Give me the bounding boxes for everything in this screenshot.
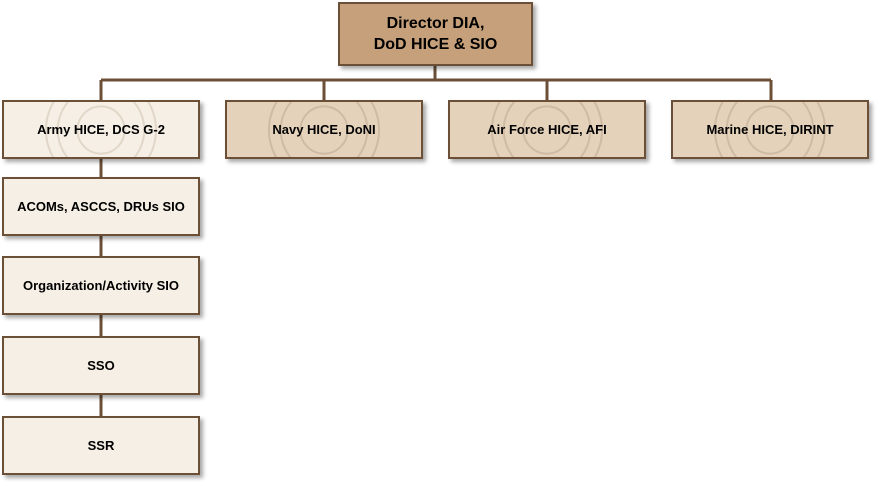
army-hice-box[interactable]: Army HICE, DCS G-2 [2, 100, 200, 159]
sso-box[interactable]: SSO [2, 336, 200, 395]
director-title-line1: Director DIA, [386, 15, 485, 32]
organization-activity-sio-box[interactable]: Organization/Activity SIO [2, 256, 200, 315]
director-dia-box[interactable]: Director DIA, DoD HICE & SIO [338, 2, 533, 66]
acoms-asccs-drus-sio-label: ACOMs, ASCCS, DRUs SIO [17, 199, 185, 214]
air-force-hice-label: Air Force HICE, AFI [487, 122, 607, 137]
marine-hice-box[interactable]: Marine HICE, DIRINT [671, 100, 869, 159]
director-title-line2: DoD HICE & SIO [373, 36, 498, 53]
air-force-hice-box[interactable]: Air Force HICE, AFI [448, 100, 646, 159]
ssr-label: SSR [87, 438, 115, 453]
ssr-box[interactable]: SSR [2, 416, 200, 475]
army-hice-label: Army HICE, DCS G-2 [37, 122, 165, 137]
navy-hice-label: Navy HICE, DoNI [272, 122, 376, 137]
sso-label: SSO [87, 358, 115, 373]
navy-hice-box[interactable]: Navy HICE, DoNI [225, 100, 423, 159]
organization-activity-sio-label: Organization/Activity SIO [22, 278, 180, 293]
marine-hice-label: Marine HICE, DIRINT [706, 122, 834, 137]
acoms-asccs-drus-sio-box[interactable]: ACOMs, ASCCS, DRUs SIO [2, 177, 200, 236]
